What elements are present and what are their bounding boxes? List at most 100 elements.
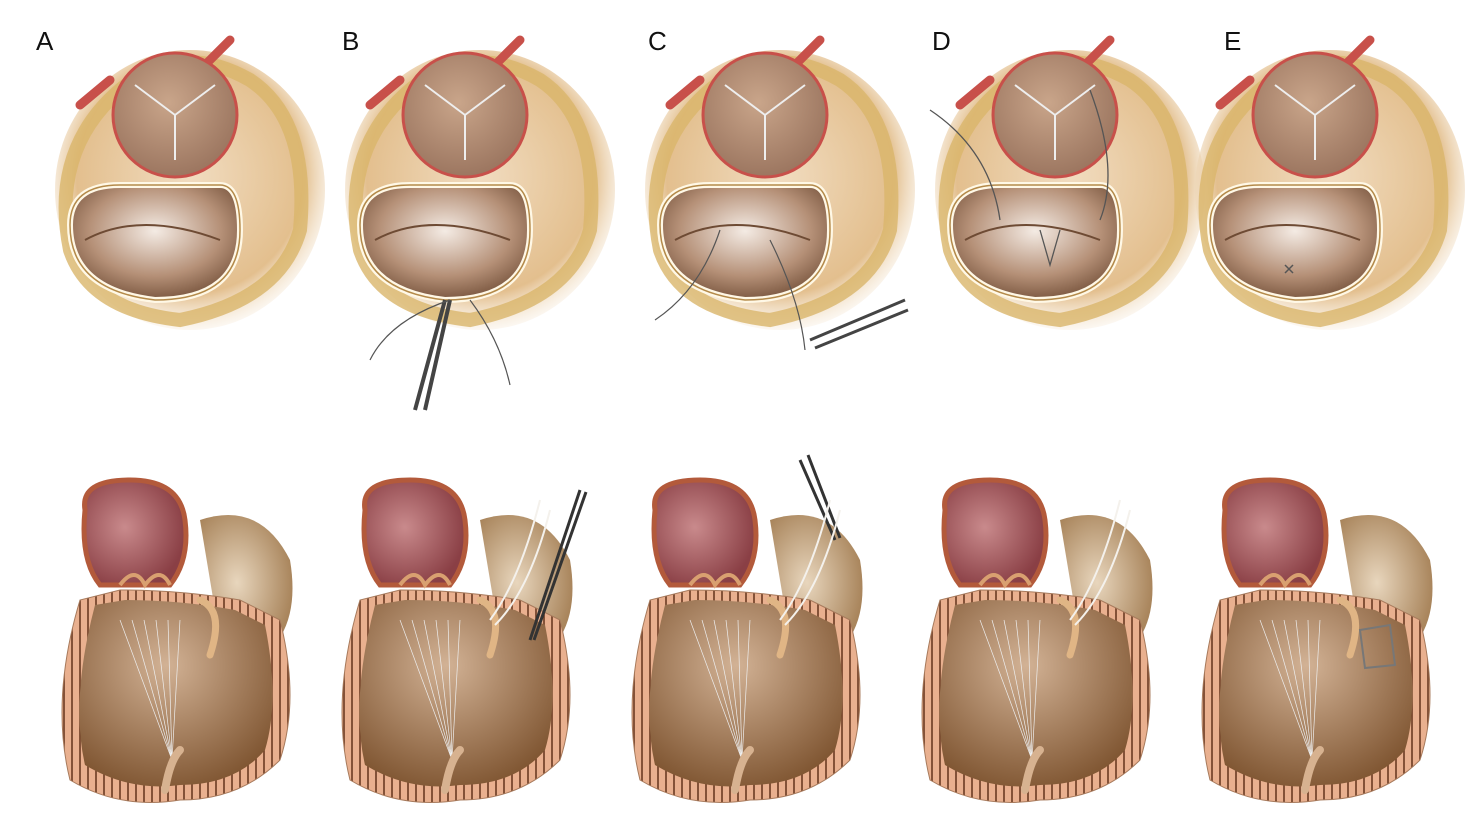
suture — [929, 89, 1109, 268]
mitral-leaflet — [766, 596, 790, 659]
valve-view-a — [55, 35, 325, 330]
chorda — [713, 619, 743, 761]
panel-label-e: E — [1224, 26, 1242, 56]
heart-section-a — [61, 477, 293, 803]
chorda — [399, 619, 453, 761]
mitral-valve-orifice — [946, 182, 1124, 304]
chorda — [1295, 619, 1313, 761]
chorda — [155, 619, 173, 761]
annulus-outline — [359, 184, 531, 301]
papillary-muscle — [441, 746, 464, 794]
aortic-valve-commissures — [1014, 84, 1096, 160]
chorda — [451, 619, 461, 761]
mitral-valve-orifice — [656, 182, 834, 304]
suture — [489, 499, 551, 626]
chorda — [435, 619, 453, 761]
fat-layer — [938, 55, 1189, 328]
chorda — [1031, 619, 1041, 761]
chorda — [1283, 619, 1313, 761]
heart-section-d — [921, 477, 1153, 803]
chorda — [131, 619, 173, 761]
forceps-icon — [413, 299, 452, 411]
valve-view-b — [345, 35, 615, 411]
chorda — [737, 619, 743, 761]
chorda — [741, 619, 751, 761]
papillary-muscle — [1021, 746, 1044, 794]
chorda — [167, 619, 173, 761]
chorda — [979, 619, 1033, 761]
mitral-valve-orifice — [66, 182, 244, 304]
mitral-valve-orifice — [1206, 182, 1384, 304]
chorda — [1015, 619, 1033, 761]
aortic-cusps — [1258, 573, 1312, 589]
chorda — [171, 619, 181, 761]
valve-view-e — [1195, 35, 1465, 330]
mitral-leaflet — [476, 596, 500, 659]
aortic-valve-commissures — [1274, 84, 1356, 160]
chorda — [411, 619, 453, 761]
leaflet-edge — [674, 224, 811, 241]
aorta — [361, 477, 469, 588]
repair-stitch — [1358, 623, 1397, 670]
annulus-outline — [69, 184, 241, 301]
aortic-cusps — [978, 573, 1032, 589]
chorda — [423, 619, 453, 761]
aortic-valve-commissures — [424, 84, 506, 160]
mitral-leaflet — [1056, 596, 1080, 659]
mitral-leaflet — [1336, 596, 1360, 659]
chorda — [119, 619, 173, 761]
panel-label-c: C — [648, 26, 667, 56]
chorda — [1311, 619, 1321, 761]
suture — [1069, 499, 1131, 626]
chorda — [1003, 619, 1033, 761]
chorda — [701, 619, 743, 761]
fat-layer — [58, 55, 309, 328]
annulus-outline — [659, 184, 831, 301]
aorta — [941, 477, 1049, 588]
valve-view-d — [929, 35, 1205, 330]
aortic-valve-commissures — [134, 84, 216, 160]
panel-label-a: A — [36, 26, 54, 56]
aortic-valve-commissures — [724, 84, 806, 160]
panel-label-d: D — [932, 26, 951, 56]
forceps-icon — [528, 489, 588, 641]
aortic-cusps — [688, 573, 742, 589]
leaflet-edge — [964, 224, 1101, 241]
valve-view-c — [645, 35, 915, 351]
mitral-valve-orifice — [356, 182, 534, 304]
annulus-outline — [949, 184, 1121, 301]
heart-section-e — [1201, 477, 1433, 803]
aorta — [81, 477, 189, 588]
suture — [779, 499, 841, 626]
leaflet-edge — [84, 224, 221, 241]
heart-section-c — [631, 454, 863, 803]
chorda — [1027, 619, 1033, 761]
chorda — [991, 619, 1033, 761]
knot — [1284, 264, 1294, 274]
fat-layer — [1198, 55, 1449, 328]
chorda — [689, 619, 743, 761]
chorda — [1307, 619, 1313, 761]
mitral-leaflet — [196, 596, 220, 659]
needle-holder-icon — [809, 298, 909, 350]
papillary-muscle — [731, 746, 754, 794]
aortic-cusps — [118, 573, 172, 589]
chorda — [1271, 619, 1313, 761]
aorta — [651, 477, 759, 588]
needle-holder-icon — [798, 454, 842, 541]
chorda — [143, 619, 173, 761]
heart-section-b — [341, 477, 588, 803]
suture — [369, 299, 511, 386]
leaflet-edge — [374, 224, 511, 241]
suture — [654, 229, 806, 351]
aorta — [1221, 477, 1329, 588]
fat-layer — [348, 55, 599, 328]
annulus-outline — [1209, 184, 1381, 301]
fat-layer — [648, 55, 899, 328]
leaflet-edge — [1224, 224, 1361, 241]
papillary-muscle — [161, 746, 184, 794]
chorda — [725, 619, 743, 761]
papillary-muscle — [1301, 746, 1324, 794]
panel-label-b: B — [342, 26, 360, 56]
